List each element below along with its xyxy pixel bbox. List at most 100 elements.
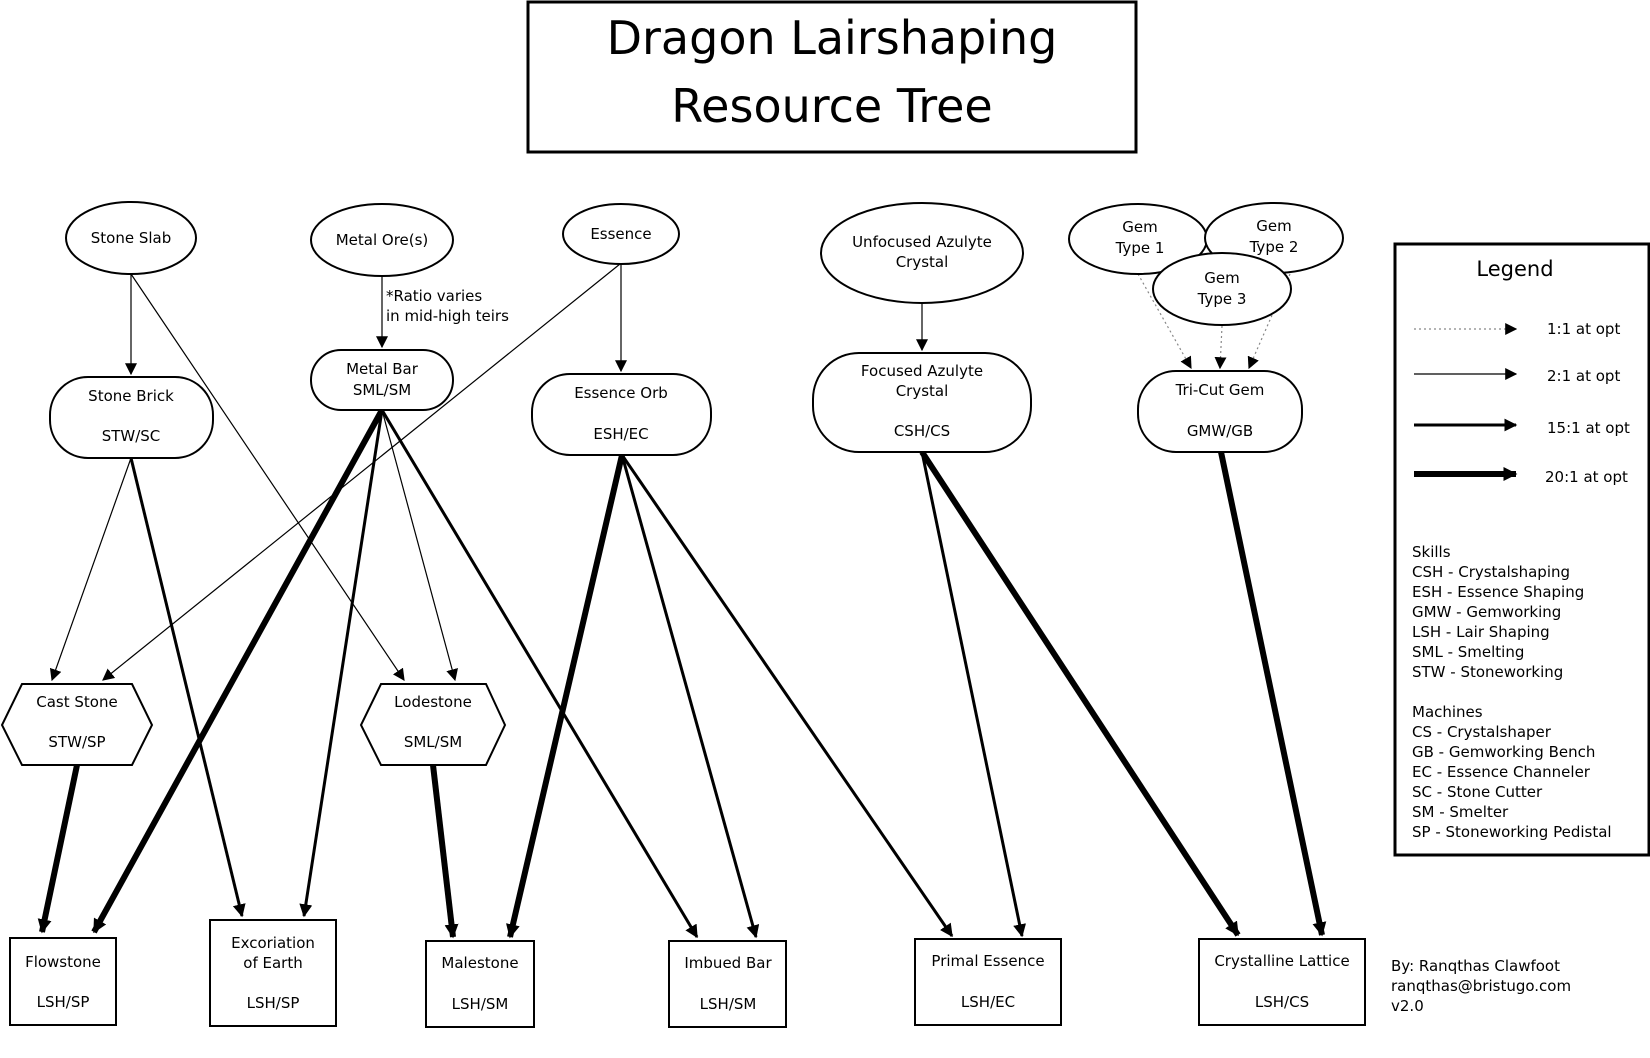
edge-tricut-lattice [1218,451,1327,937]
credits: By: Ranqthas Clawfoot ranqthas@bristugo.… [1391,957,1571,1015]
node-label: Tri-Cut Gem [1175,381,1265,399]
node-imbued-bar: Imbued Bar LSH/SM [668,940,787,1028]
node-label: Gem [1204,269,1239,287]
node-label-2: Crystal [896,253,949,271]
edges [37,263,1327,939]
node-crystalline-lattice: Crystalline Lattice LSH/CS [1198,938,1366,1026]
edge-orb-malestone [506,454,625,939]
node-flowstone: Flowstone LSH/SP [9,937,117,1026]
legend-skills-header: Skills [1412,543,1451,561]
title-line-1: Dragon Lairshaping [607,11,1058,65]
legend-skill-2: ESH - Essence Shaping [1412,583,1584,601]
node-label-2: Crystal [896,382,949,400]
edge-lodestone-malestone [430,764,459,939]
node-lodestone: Lodestone SML/SM [359,683,507,766]
edge-orb-primal [620,454,954,938]
node-label: Focused Azulyte [861,362,983,380]
legend-ratio-2: 2:1 at opt [1547,367,1620,385]
node-label: Gem [1256,217,1291,235]
node-code: SML/SM [353,381,411,399]
node-stone-slab: Stone Slab [65,201,197,275]
legend-title: Legend [1476,257,1553,281]
node-primal-essence: Primal Essence LSH/EC [914,938,1062,1026]
node-malestone: Malestone LSH/SM [425,940,535,1028]
legend-machines-header: Machines [1412,703,1483,721]
node-label: Metal Ore(s) [336,231,429,249]
node-focused-azulyte: Focused Azulyte Crystal CSH/CS [812,352,1032,453]
credits-email: ranqthas@bristugo.com [1391,977,1571,995]
edge-bar-excoriation [299,409,384,918]
node-code: STW/SP [48,733,105,751]
edge-cast-flowstone [37,764,80,934]
node-tricut-gem: Tri-Cut Gem GMW/GB [1137,370,1303,453]
node-label: Stone Brick [88,387,174,405]
node-gem-type-1: Gem Type 1 [1068,203,1208,275]
node-metal-ore: Metal Ore(s) [310,203,454,277]
ratio-note: *Ratio varies in mid-high teirs [386,287,509,325]
edge-gem2-tricut [1247,273,1291,370]
edge-bar-flowstone [91,408,385,934]
legend-machine-3: EC - Essence Channeler [1412,763,1591,781]
node-code: LSH/SM [700,995,757,1013]
legend-ratio-4: 20:1 at opt [1545,468,1628,486]
node-code: LSH/SP [37,993,90,1011]
node-label: Flowstone [25,953,101,971]
edge-gem3-tricut [1214,325,1227,370]
node-label: Lodestone [394,693,472,711]
node-code: LSH/SP [247,994,300,1012]
node-code: CSH/CS [894,422,950,440]
node-label: Imbued Bar [684,954,772,972]
node-label-2: Type 3 [1197,290,1247,308]
node-label: Cast Stone [36,693,117,711]
node-code: SML/SM [404,733,462,751]
node-code: STW/SC [102,427,161,445]
node-label: Crystalline Lattice [1214,952,1349,970]
node-label: Gem [1122,218,1157,236]
node-code: ESH/EC [593,425,648,443]
node-cast-stone: Cast Stone STW/SP [0,683,154,766]
legend-skill-6: STW - Stoneworking [1412,663,1563,681]
title-box: Dragon Lairshaping Resource Tree [526,0,1138,154]
node-label: Stone Slab [91,229,172,247]
title-line-2: Resource Tree [671,79,992,133]
legend-skill-1: CSH - Crystalshaping [1412,563,1570,581]
edge-essence-cast [102,263,621,681]
edge-bar-lodestone [381,409,458,682]
ratio-note-line-2: in mid-high teirs [386,307,509,325]
node-label-2: Type 1 [1115,239,1165,257]
legend-machine-6: SP - Stoneworking Pedistal [1412,823,1612,841]
node-excoriation-of-earth: Excoriation of Earth LSH/SP [209,919,337,1027]
node-label-2: of Earth [243,954,302,972]
node-label: Metal Bar [346,360,419,378]
node-label: Essence Orb [574,384,668,402]
node-stone-brick: Stone Brick STW/SC [49,376,214,459]
legend-ratio-1: 1:1 at opt [1547,320,1620,338]
edge-focused-primal [920,451,1026,938]
node-label: Malestone [441,954,518,972]
node-essence: Essence [562,203,680,265]
legend-machine-2: GB - Gemworking Bench [1412,743,1595,761]
ratio-note-line-1: *Ratio varies [386,287,482,305]
edge-focused-lattice [919,450,1241,937]
node-label: Primal Essence [931,952,1044,970]
legend-machine-5: SM - Smelter [1412,803,1509,821]
node-code: LSH/SM [452,995,509,1013]
node-label-2: Type 2 [1249,238,1299,256]
legend-skill-4: LSH - Lair Shaping [1412,623,1550,641]
edge-slab-lodestone [130,273,405,681]
edge-orb-imbued [620,454,760,939]
edge-bar-imbued [380,409,699,939]
node-code: GMW/GB [1187,422,1253,440]
edge-brick-excoriation [129,457,246,918]
node-code: LSH/EC [961,993,1015,1011]
node-essence-orb: Essence Orb ESH/EC [531,373,712,456]
node-unfocused-azulyte: Unfocused Azulyte Crystal [820,202,1024,304]
node-metal-bar: Metal Bar SML/SM [310,349,454,411]
credits-author: By: Ranqthas Clawfoot [1391,957,1560,975]
node-label: Essence [590,225,651,243]
credits-version: v2.0 [1391,997,1424,1015]
legend-machine-4: SC - Stone Cutter [1412,783,1543,801]
legend-machine-1: CS - Crystalshaper [1412,723,1552,741]
node-label: Unfocused Azulyte [852,233,992,251]
legend-box: Legend 1:1 at opt 2:1 at opt 15:1 at opt… [1393,242,1650,857]
